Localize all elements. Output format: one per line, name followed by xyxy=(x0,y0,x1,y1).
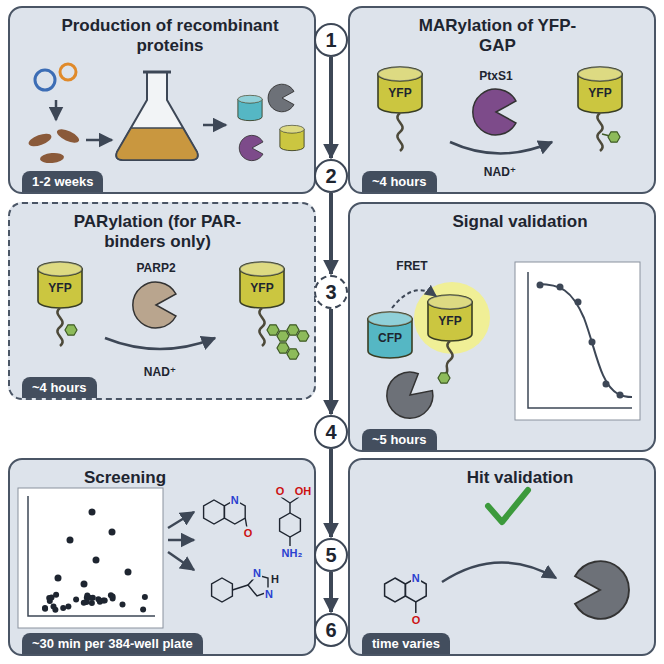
time-label: ~4 hours xyxy=(362,171,437,192)
atom-label: OH xyxy=(294,485,313,498)
step-panel: Production of recombinant proteins 1-2 we… xyxy=(8,6,316,194)
part-label: YFP xyxy=(388,87,411,100)
step-title: PARylation (for PAR-binders only) xyxy=(60,212,255,252)
step-number-circle: 6 xyxy=(314,613,348,647)
step-number: 4 xyxy=(325,422,336,442)
step-title: Signal validation xyxy=(440,212,600,232)
time-label: ~30 min per 384-well plate xyxy=(22,633,203,654)
part-label: PtxS1 xyxy=(479,70,512,83)
step-panel: Signal validation ~5 hours xyxy=(348,202,656,452)
atom-label: NH₂ xyxy=(281,547,304,560)
step-number-circle: 2 xyxy=(314,159,348,193)
step-arrow xyxy=(329,449,333,537)
step-number: 2 xyxy=(325,166,336,186)
step-number: 5 xyxy=(325,545,336,565)
step-number-circle: 1 xyxy=(314,23,348,57)
time-label: time varies xyxy=(362,633,450,654)
step-panel: Hit validation time varies xyxy=(348,458,656,656)
step-number-circle: 5 xyxy=(314,538,348,572)
time-label: 1-2 weeks xyxy=(22,171,103,192)
step-title: Production of recombinant proteins xyxy=(60,16,280,56)
step-arrow xyxy=(329,193,333,274)
step-title: Hit validation xyxy=(440,468,600,488)
atom-label: H xyxy=(270,573,280,586)
step-number-circle: 3 xyxy=(314,275,348,309)
step-title: Screening xyxy=(50,468,200,488)
atom-label: N xyxy=(252,567,262,580)
step-number: 6 xyxy=(325,620,336,640)
time-label: ~4 hours xyxy=(22,377,97,398)
step-number-circle: 4 xyxy=(314,415,348,449)
atom-label: N xyxy=(230,494,240,507)
part-label: PARP2 xyxy=(136,262,175,275)
atom-label: N xyxy=(411,572,421,585)
part-label: YFP xyxy=(588,87,611,100)
part-label: YFP xyxy=(48,282,71,295)
part-label: YFP xyxy=(250,282,273,295)
part-label: NAD⁺ xyxy=(144,366,176,379)
atom-label: O xyxy=(411,614,422,627)
step-arrow xyxy=(329,309,333,414)
part-label: YFP xyxy=(438,315,461,328)
atom-label: N xyxy=(264,588,274,601)
step-number: 3 xyxy=(325,282,336,302)
step-panel: Screening ~30 min per 384-well plate xyxy=(8,458,316,656)
step-title: MARylation of YFP-GAP xyxy=(410,16,585,56)
time-label: ~5 hours xyxy=(362,429,437,450)
part-label: FRET xyxy=(396,260,427,273)
step-number: 1 xyxy=(325,30,336,50)
step-arrow xyxy=(329,57,333,158)
atom-label: O xyxy=(275,485,286,498)
part-label: CFP xyxy=(378,332,402,345)
atom-label: O xyxy=(243,527,254,540)
step-arrow xyxy=(329,572,333,612)
part-label: NAD⁺ xyxy=(484,166,516,179)
